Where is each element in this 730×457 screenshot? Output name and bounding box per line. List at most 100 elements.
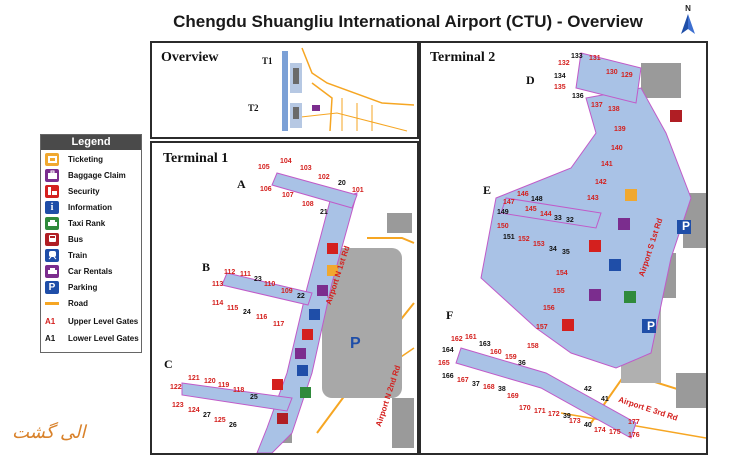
- gate-label: 27: [203, 412, 211, 419]
- gate-label: 137: [591, 102, 603, 109]
- gate-label: 24: [243, 309, 251, 316]
- gate-label: 136: [572, 93, 584, 100]
- gate-label: 172: [548, 411, 560, 418]
- gate-label: 123: [172, 402, 184, 409]
- gate-label: 162: [451, 336, 463, 343]
- gate-label: 166: [442, 373, 454, 380]
- legend-label: Ticketing: [68, 154, 103, 164]
- gate-label: 114: [212, 300, 224, 307]
- north-label: N: [685, 4, 691, 13]
- gate-label: 105: [258, 164, 270, 171]
- overview-t1-label: T1: [262, 56, 273, 66]
- legend-item-lower-gates: A1 Lower Level Gates: [45, 331, 139, 345]
- gate-label: 146: [517, 191, 529, 198]
- gate-label: 155: [553, 288, 565, 295]
- legend-label: Baggage Claim: [68, 170, 126, 180]
- bus-icon: [45, 232, 59, 246]
- gate-code-upper: A1: [45, 316, 56, 326]
- info-icon: [309, 309, 320, 320]
- gate-label: 167: [457, 377, 469, 384]
- gate-label: 173: [569, 418, 581, 425]
- gate-label: 23: [254, 276, 262, 283]
- gate-label: 132: [558, 60, 570, 67]
- ticket-icon: [327, 265, 338, 276]
- terminal2-panel: Terminal 2 D E F P P Airport S 1st Rd Ai…: [419, 41, 708, 455]
- security-icon: [272, 379, 283, 390]
- gate-label: 148: [531, 196, 543, 203]
- gate-label: 135: [554, 84, 566, 91]
- bus-icon: [277, 413, 288, 424]
- gate-label: 163: [479, 341, 491, 348]
- pier-c-label: C: [164, 357, 173, 371]
- terminal2-parking-label: P: [681, 219, 690, 233]
- gate-label: 169: [507, 393, 519, 400]
- legend-item-information: i Information: [45, 200, 112, 214]
- taxi-icon: [624, 291, 636, 303]
- gate-label: 158: [527, 343, 539, 350]
- gate-label: 42: [584, 386, 592, 393]
- legend-item-parking: P Parking: [45, 280, 97, 294]
- gate-label: 156: [543, 305, 555, 312]
- gate-label: 171: [534, 408, 546, 415]
- gate-label: 164: [442, 347, 454, 354]
- gate-label: 147: [503, 199, 515, 206]
- gate-label: 152: [518, 236, 530, 243]
- gate-label: 36: [518, 360, 526, 367]
- legend-item-upper-gates: A1 Upper Level Gates: [45, 314, 138, 328]
- terminal1-parking-label: P: [350, 335, 361, 352]
- gate-label: 121: [188, 375, 200, 382]
- gate-label: 154: [556, 270, 568, 277]
- legend-label: Car Rentals: [68, 266, 113, 276]
- gate-label: 160: [490, 349, 502, 356]
- parking-icon: [677, 220, 691, 234]
- gate-label: 111: [240, 271, 251, 278]
- terminal2-title: Terminal 2: [430, 50, 496, 65]
- gate-label: 38: [498, 386, 506, 393]
- gate-label: 20: [338, 180, 346, 187]
- gate-label: 159: [505, 354, 517, 361]
- gate-label: 22: [297, 293, 305, 300]
- gate-label: 101: [352, 187, 364, 194]
- gate-label: 119: [218, 382, 230, 389]
- gate-label: 103: [300, 165, 312, 172]
- gate-label: 40: [584, 422, 592, 429]
- gate-label: 116: [256, 314, 268, 321]
- gate-label: 157: [536, 324, 548, 331]
- parking-icon: P: [45, 280, 59, 294]
- info-icon: i: [45, 200, 59, 214]
- pier-f-label: F: [446, 308, 454, 322]
- legend-label: Road: [68, 298, 88, 308]
- gate-label: 130: [606, 69, 618, 76]
- pier-d-label: D: [526, 73, 535, 87]
- legend-item-security: Security: [45, 184, 100, 198]
- gate-code-lower: A1: [45, 333, 56, 343]
- gate-label: 25: [250, 394, 258, 401]
- security-icon: [562, 319, 574, 331]
- gate-label: 134: [554, 73, 566, 80]
- pier-a-label: A: [237, 177, 246, 191]
- terminal1-title: Terminal 1: [163, 151, 229, 166]
- pier-e-label: E: [483, 183, 492, 197]
- terminal1-panel: P Terminal 1 A B C Airport N 1st Rd Airp…: [150, 141, 419, 455]
- gate-label: 34: [549, 246, 557, 253]
- gate-label: 140: [611, 145, 623, 152]
- ticket-icon: [45, 152, 59, 166]
- gate-label: 102: [318, 174, 330, 181]
- gate-label: 177: [628, 419, 640, 426]
- overview-title: Overview: [161, 50, 219, 65]
- gate-label: 118: [233, 387, 245, 394]
- security-icon: [302, 329, 313, 340]
- gate-label: 113: [212, 281, 224, 288]
- info-icon: [609, 259, 621, 271]
- suitcase-icon: [317, 285, 328, 296]
- legend-label: Train: [68, 250, 88, 260]
- pier-b-label: B: [202, 260, 211, 274]
- legend-label: Security: [68, 186, 100, 196]
- gate-label: 107: [282, 192, 294, 199]
- security-icon: [327, 243, 338, 254]
- gate-label: 168: [483, 384, 495, 391]
- gate-label: 115: [227, 305, 239, 312]
- ticket-icon: [625, 189, 637, 201]
- terminal2-parking-label-2: P: [646, 319, 655, 333]
- gate-label: 112: [224, 269, 236, 276]
